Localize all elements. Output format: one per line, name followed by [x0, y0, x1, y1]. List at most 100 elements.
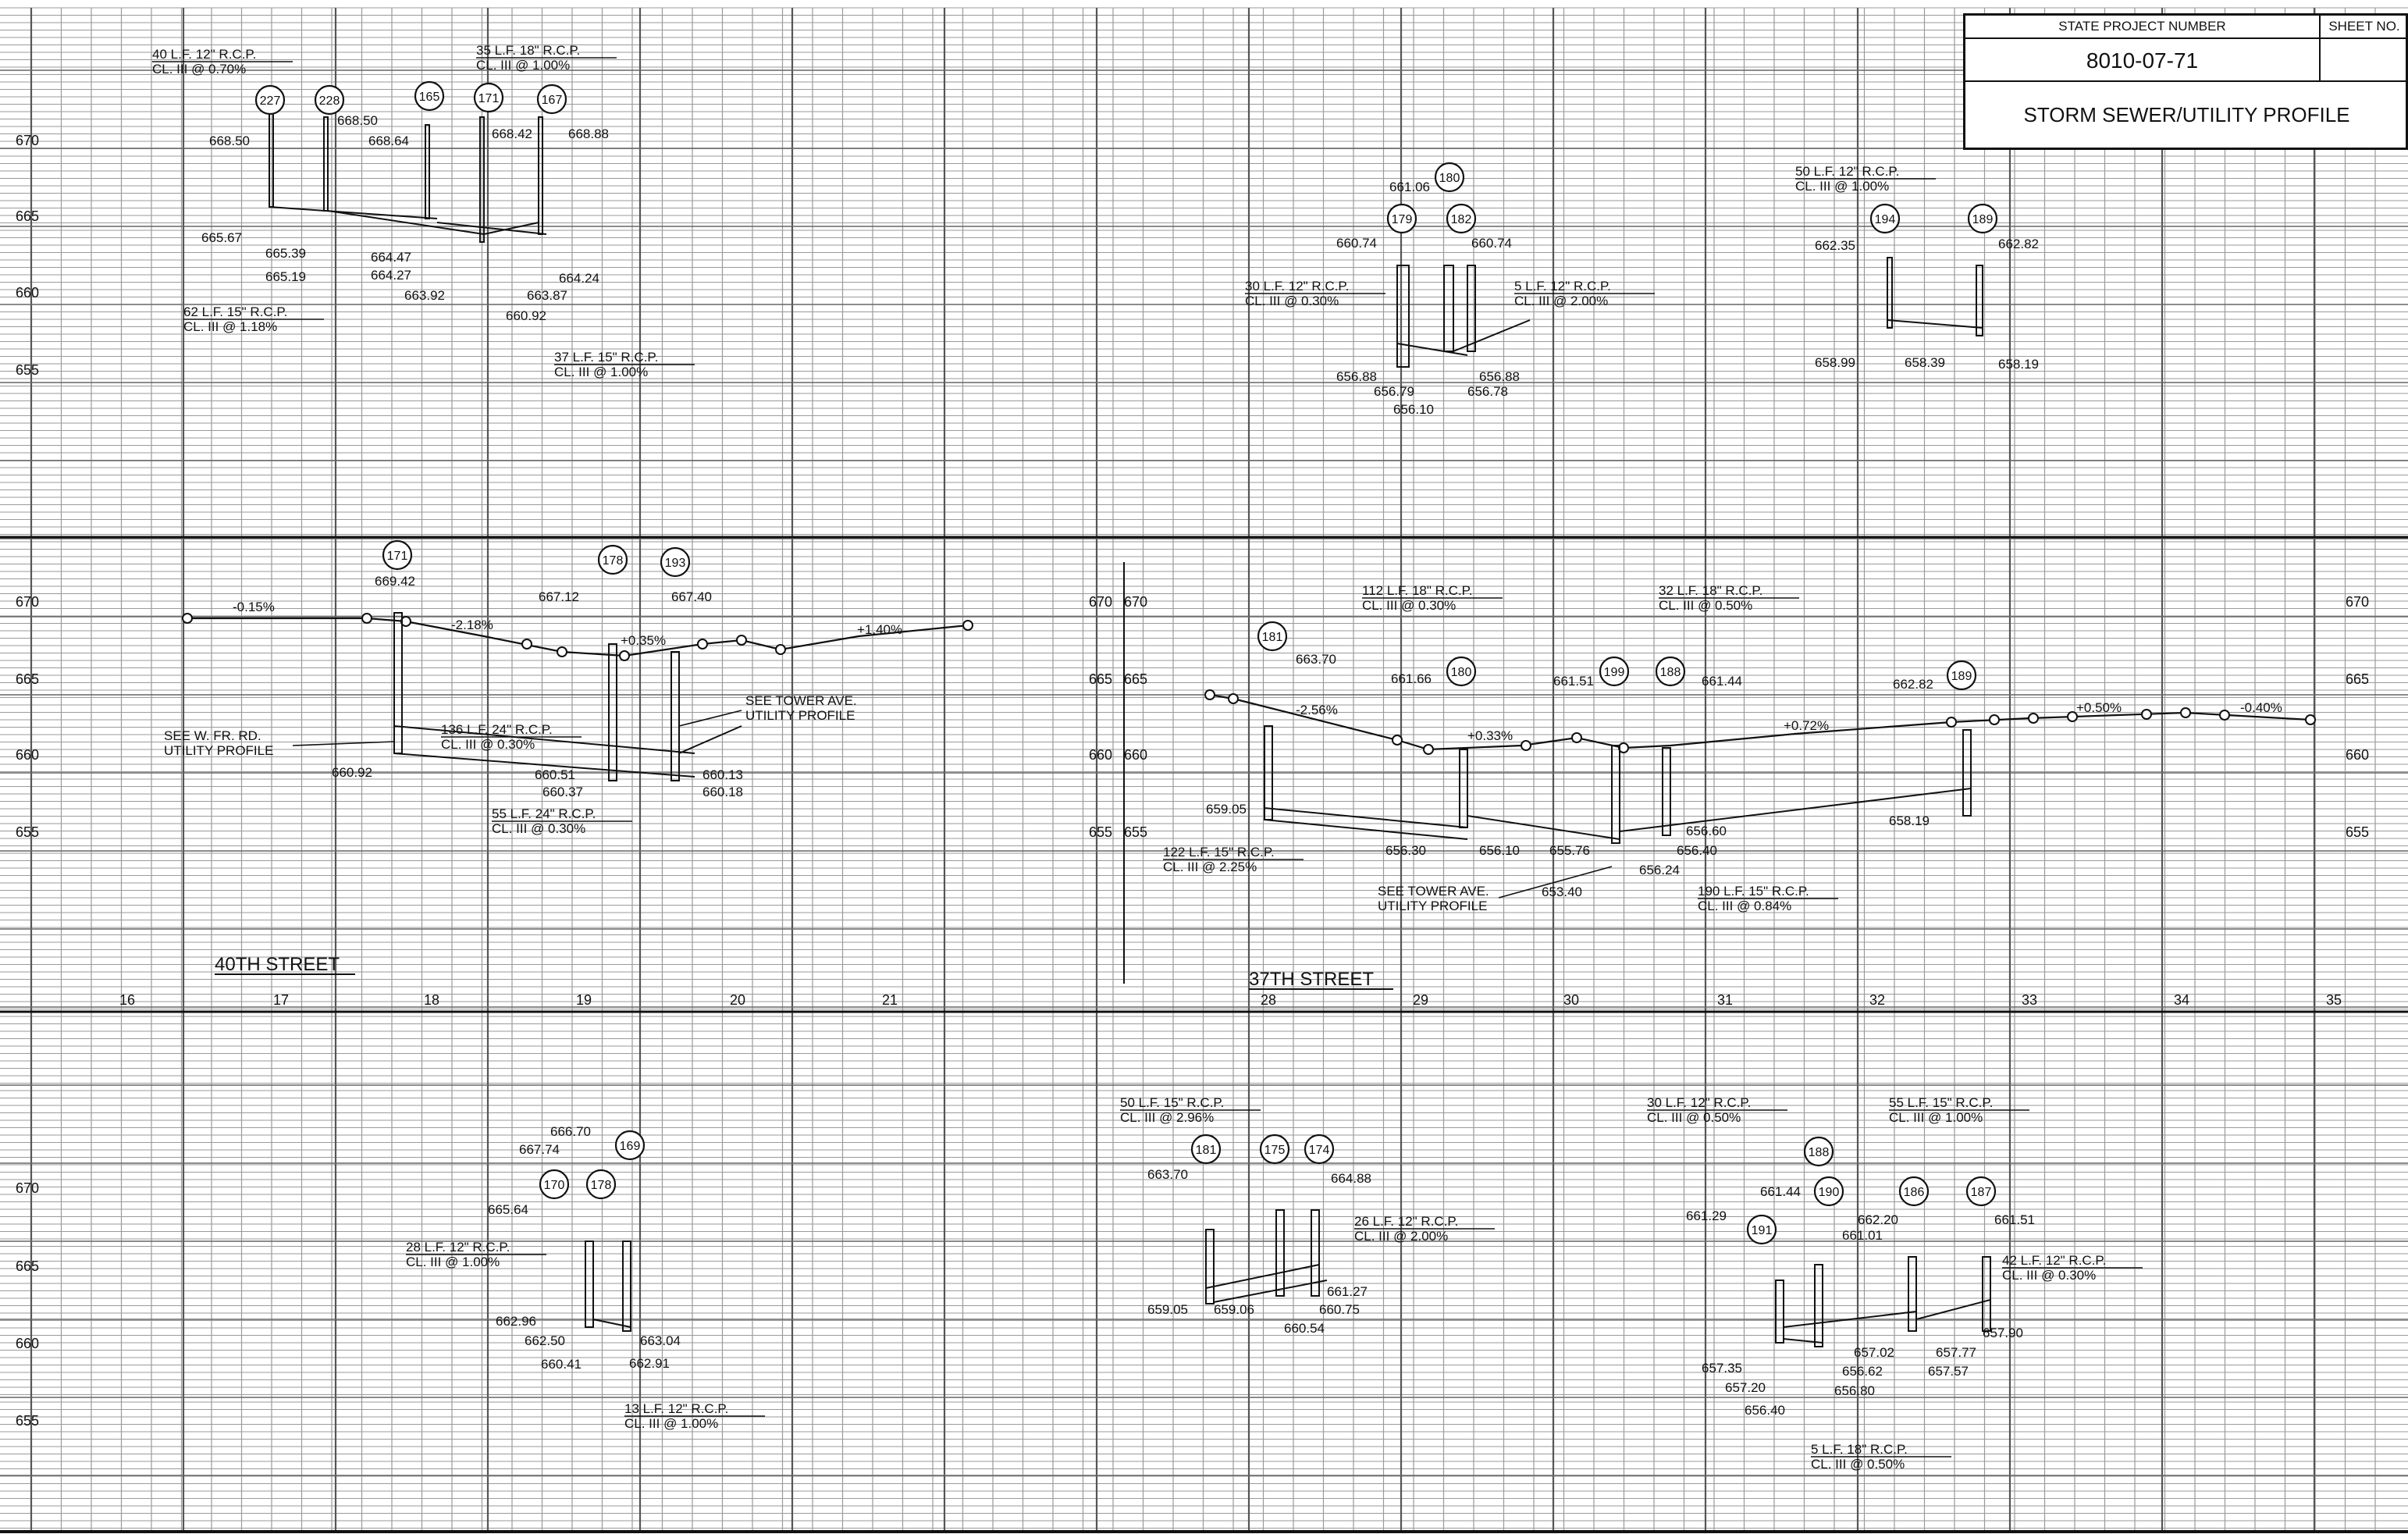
structure-box — [1443, 265, 1454, 352]
elevation-tick: 670 — [16, 1180, 39, 1196]
elevation-tick: 660 — [16, 747, 39, 763]
grade-slope: -0.15% — [233, 600, 275, 614]
street-label-40th: 40TH STREET — [215, 954, 340, 975]
station-tick: 19 — [576, 992, 592, 1008]
elevation-label: 656.40 — [1677, 843, 1717, 858]
structure-id: 189 — [1972, 213, 1994, 226]
structure-id: 193 — [665, 557, 686, 570]
pipe-callout-line2: CL. III @ 2.00% — [1514, 294, 1608, 308]
project-number-label: STATE PROJECT NUMBER — [1965, 16, 2321, 39]
pipe-segment — [393, 753, 695, 778]
elevation-label: 663.04 — [640, 1333, 681, 1348]
elevation-label: 660.74 — [1471, 236, 1512, 251]
elevation-tick: 665 — [2346, 671, 2369, 687]
pipe-callout-line2: CL. III @ 1.00% — [554, 365, 648, 379]
pipe-callout-line2: CL. III @ 1.00% — [1889, 1110, 1983, 1125]
elevation-label: 656.24 — [1639, 863, 1680, 877]
station-tick: 20 — [730, 992, 745, 1008]
pipe-segment — [1783, 1311, 1917, 1328]
elevation-label: 661.44 — [1760, 1184, 1801, 1199]
structure-marker — [254, 84, 286, 116]
elevation-label: 657.35 — [1702, 1361, 1742, 1376]
elevation-label: 661.51 — [1994, 1212, 2035, 1227]
grade-slope: +0.33% — [1467, 728, 1513, 743]
pipe-callout-line2: CL. III @ 2.96% — [1120, 1110, 1214, 1125]
pipe-callout-line2: CL. III @ 0.30% — [1362, 598, 1456, 613]
structure-id: 171 — [478, 92, 500, 105]
pipe-segment — [327, 210, 485, 235]
pipe-callout-line1: 62 L.F. 15" R.C.P. — [183, 304, 287, 319]
pipe-callout-line1: 32 L.F. 18" R.C.P. — [1659, 583, 1762, 598]
pipe-callout-line2: CL. III @ 2.25% — [1163, 860, 1257, 874]
elevation-tick: 655 — [16, 824, 39, 840]
pipe-callout-line2: CL. III @ 0.70% — [152, 62, 246, 77]
sheet-frame — [0, 536, 2408, 1533]
elevation-label: 656.80 — [1834, 1383, 1875, 1398]
structure-marker — [597, 544, 628, 575]
sheet-number-label: SHEET NO. — [2321, 16, 2408, 39]
pipe-callout-line1: 30 L.F. 12" R.C.P. — [1245, 279, 1349, 294]
elevation-label: 662.35 — [1815, 238, 1855, 253]
pipe-callout-line1: 136 L.F. 24" R.C.P. — [441, 722, 553, 737]
elevation-label: 662.82 — [1893, 677, 1933, 692]
structure-box — [1275, 1209, 1285, 1297]
elevation-label: 661.06 — [1389, 180, 1430, 194]
structure-box — [1205, 1229, 1215, 1304]
pipe-callout-line1: 55 L.F. 24" R.C.P. — [492, 806, 596, 821]
grade-point — [1423, 744, 1434, 755]
structure-id: 188 — [1809, 1146, 1830, 1159]
pipe-segment — [436, 222, 547, 235]
pipe-callout-line2: CL. III @ 0.30% — [2002, 1268, 2096, 1283]
grade-point — [1571, 732, 1582, 743]
pipe-segment — [1467, 815, 1620, 840]
structure-id: 190 — [1819, 1186, 1840, 1199]
elevation-label: 664.24 — [559, 271, 599, 286]
elevation-tick: 660 — [16, 1336, 39, 1351]
title-block: STATE PROJECT NUMBER SHEET NO. 8010-07-7… — [1963, 13, 2408, 150]
elevation-tick: 655 — [2346, 824, 2369, 840]
pipe-callout-line1: 35 L.F. 18" R.C.P. — [476, 43, 580, 58]
elevation-label: 653.40 — [1542, 884, 1582, 899]
elevation-label: 668.88 — [568, 126, 609, 141]
elevation-label: 663.70 — [1147, 1167, 1188, 1182]
grade-point — [1989, 714, 2000, 725]
elevation-label: 660.74 — [1336, 236, 1377, 251]
pipe-segment — [269, 206, 438, 219]
structure-box — [538, 116, 543, 235]
elevation-tick: 660 — [2346, 747, 2369, 763]
elevation-label: 667.74 — [519, 1142, 560, 1157]
pipe-segment — [1396, 343, 1468, 356]
structure-id: 165 — [419, 91, 440, 104]
grade-slope: +1.40% — [857, 622, 902, 637]
pipe-segment — [1915, 1299, 1991, 1320]
pipe-callout-line1: 5 L.F. 12" R.C.P. — [1514, 279, 1611, 294]
elevation-label: 661.51 — [1553, 674, 1594, 689]
pipe-callout-line1: 42 L.F. 12" R.C.P. — [2002, 1253, 2106, 1268]
structure-marker — [614, 1130, 646, 1161]
elevation-tick: 670 — [1089, 594, 1112, 610]
elevation-label: 661.29 — [1686, 1208, 1727, 1223]
structure-box — [1662, 747, 1671, 836]
structure-marker — [1304, 1134, 1335, 1165]
structure-marker — [1190, 1134, 1222, 1165]
elevation-label: 658.39 — [1905, 355, 1945, 370]
elevation-label: 668.50 — [337, 113, 378, 128]
structure-id: 199 — [1604, 666, 1625, 679]
elevation-tick: 665 — [16, 208, 39, 224]
elevation-label: 658.19 — [1889, 813, 1930, 828]
pipe-callout-line1: 5 L.F. 18" R.C.P. — [1811, 1442, 1908, 1457]
structure-marker — [1599, 656, 1630, 687]
note-line1: SEE TOWER AVE. — [1378, 884, 1489, 899]
structure-box — [1887, 257, 1893, 329]
pipe-segment — [1205, 1264, 1320, 1289]
structure-box — [670, 651, 680, 781]
note-line1: SEE TOWER AVE. — [745, 693, 857, 708]
structure-marker — [1869, 203, 1901, 234]
elevation-tick: 660 — [1089, 747, 1112, 763]
structure-id: 182 — [1451, 213, 1472, 226]
structure-id: 178 — [591, 1179, 612, 1192]
structure-id: 178 — [603, 554, 624, 568]
grade-point — [2180, 707, 2191, 718]
